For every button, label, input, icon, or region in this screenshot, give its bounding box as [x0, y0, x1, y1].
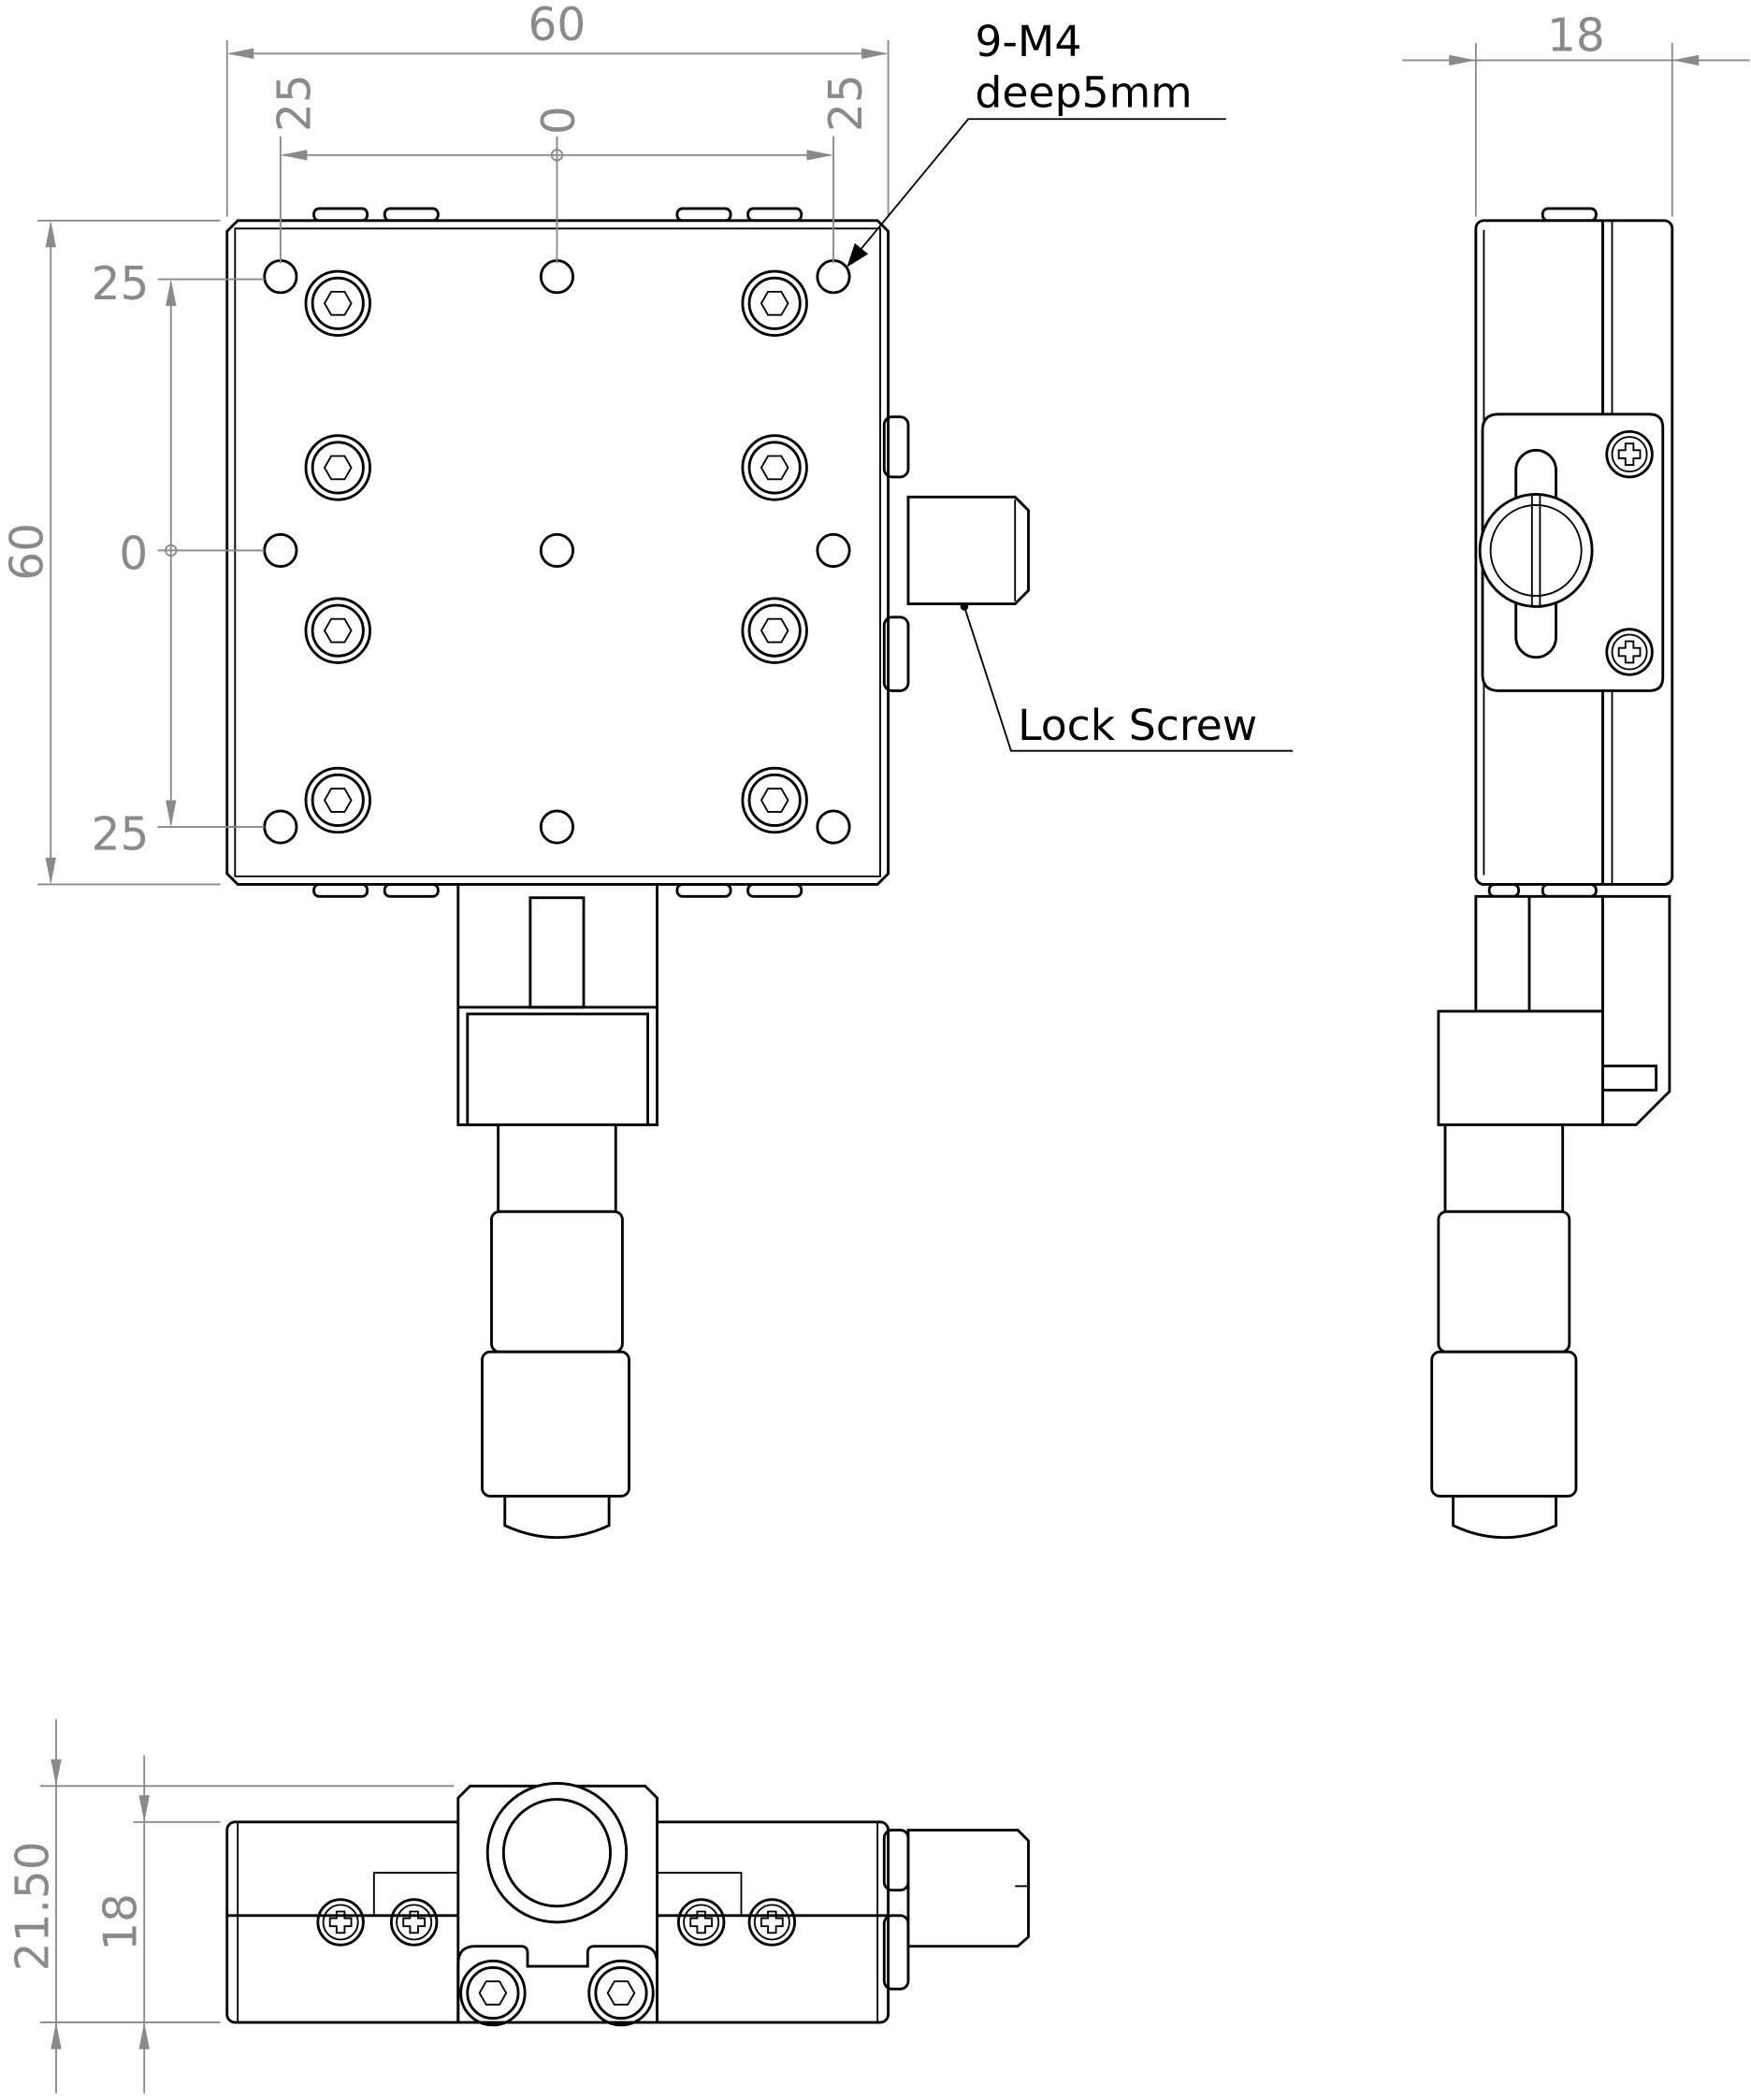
- dim-body-height: 18: [95, 1893, 148, 1951]
- front-dimensions: 60 25 0 25 60 25 0 25: [2, 0, 890, 886]
- front-view: 60 25 0 25 60 25 0 25 9-M4 dee: [2, 0, 1294, 1540]
- dim-height: 60: [2, 523, 54, 581]
- dim-center: 0: [533, 106, 586, 135]
- bottom-dimensions: 21.50 18: [7, 1718, 455, 2093]
- dim-thickness: 18: [1547, 9, 1605, 62]
- dim-bottom: 25: [92, 808, 150, 861]
- bottom-view: 21.50 18: [7, 1718, 1030, 2093]
- dim-mid: 0: [119, 528, 148, 580]
- stage-plate: [225, 219, 890, 886]
- hole-callout: 9-M4 deep5mm: [847, 17, 1226, 268]
- hole-note-line1: 9-M4: [975, 17, 1081, 66]
- micrometer-front: [456, 883, 658, 1540]
- lock-screw-label: Lock Screw: [1018, 701, 1257, 750]
- dim-left: 25: [268, 74, 321, 132]
- hole-note-line2: deep5mm: [975, 67, 1192, 117]
- lock-screw: [882, 415, 1030, 692]
- side-dimensions: 18: [1402, 9, 1750, 217]
- lock-screw-callout: Lock Screw: [960, 602, 1294, 752]
- dim-right: 25: [820, 74, 873, 132]
- dim-top: 25: [92, 258, 150, 311]
- dim-width: 60: [528, 0, 586, 51]
- dim-total-height: 21.50: [7, 1841, 59, 1971]
- side-view: 18: [1402, 9, 1750, 1540]
